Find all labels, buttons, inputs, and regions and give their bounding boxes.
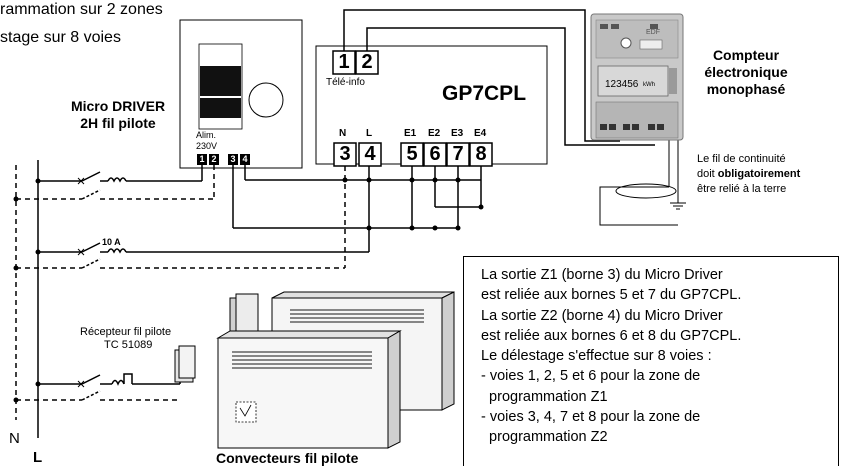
meter-title-line2: électronique [704,64,788,80]
fuse-1 [107,177,127,183]
gp-label-e3: E3 [451,128,464,139]
gp-terminal-7: 7 [452,143,464,165]
switch-2-live [81,242,101,253]
voltage-label: 230V [196,141,218,151]
meter-title-line1: Compteur [712,47,780,63]
neutral-label: N [9,430,20,447]
tele-info-label: Télé-info [326,77,365,88]
info-box: La sortie Z1 (borne 3) du Micro Driver e… [463,256,839,466]
gp7cpl-module [315,45,548,167]
info-line: - voies 1, 2, 5 et 6 pour la zone de [481,368,701,385]
earth-note-emphasis: obligatoirement [717,168,801,180]
driver-terminal-1: 1 [199,154,205,164]
gp-terminal-6: 6 [429,143,441,165]
earth-note-line2: doit obligatoirement [697,167,800,181]
receiver-label-line2: TC 51089 [104,339,153,351]
micro-driver-terminal-block [197,154,250,165]
info-line: Le délestage s'effectue sur 8 voies : [481,348,712,365]
live-label: L [33,449,43,466]
info-line: La sortie Z2 (borne 4) du Micro Driver [481,307,723,324]
wires [15,9,686,438]
alim-label: Alim. [196,130,216,140]
header-line-channels: stage sur 8 voies [0,29,121,46]
breaker-rating-label: 10 A [102,237,121,247]
convector-front [216,330,402,449]
gp-terminal-8: 8 [475,143,487,165]
tele-terminal-2: 2 [361,51,373,73]
info-line: programmation Z2 [481,429,608,446]
junction-dots [13,177,484,403]
fuse-2 [107,248,127,254]
gp7cpl-name: GP7CPL [442,82,527,105]
receiver-label-line1: Récepteur fil pilote [80,326,172,338]
gp-label-e1: E1 [404,128,417,139]
micro-driver-title-line2: 2H fil pilote [80,115,156,131]
gp-label-l: L [366,128,373,139]
pilot-wire-receiver [174,345,196,383]
info-line: programmation Z1 [481,388,608,405]
tele-terminal-1: 1 [338,51,350,73]
gp-label-e4: E4 [474,128,487,139]
driver-terminal-4: 4 [242,154,248,164]
driver-terminal-3: 3 [230,154,236,164]
convectors-label: Convecteurs fil pilote [216,450,359,466]
gp-label-n: N [339,128,347,139]
meter-brand: EDF [646,29,660,36]
gp-label-e2: E2 [428,128,441,139]
switch-1-live [81,171,101,182]
driver-terminal-2: 2 [211,154,217,164]
info-line: - voies 3, 4, 7 et 8 pour la zone de [481,409,701,426]
info-line: est reliée aux bornes 5 et 7 du GP7CPL. [481,287,742,304]
switch-1-neutral [81,189,101,200]
gp-terminal-3: 3 [339,143,351,165]
gp-terminal-4: 4 [364,143,376,165]
micro-driver-module [179,19,303,169]
info-line: est reliée aux bornes 6 et 8 du GP7CPL. [481,327,742,344]
meter-reading: 123456 [605,79,639,90]
info-line: La sortie Z1 (borne 3) du Micro Driver [481,267,723,283]
earth-note-line1: Le fil de continuité [697,153,786,165]
meter-unit: kWh [643,82,655,88]
continuity-loop [615,183,677,199]
micro-driver-title-line1: Micro DRIVER [70,98,166,114]
earth-note-prefix: doit [697,168,718,180]
switch-2-neutral [81,258,101,269]
meter-title-line3: monophasé [706,81,786,97]
gp-terminal-5: 5 [406,143,418,165]
header-line-zones: rammation sur 2 zones [0,1,163,18]
earth-note-line3: être relié à la terre [697,183,787,195]
electricity-meter [590,13,684,141]
meter-display [597,65,669,97]
